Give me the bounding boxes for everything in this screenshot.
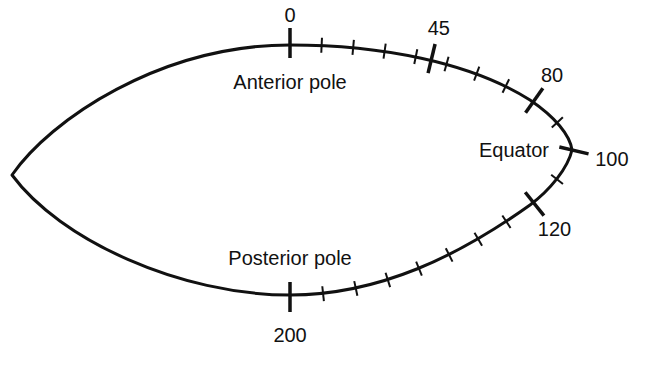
major-tick <box>288 282 292 312</box>
minor-tick <box>322 286 324 301</box>
minor-tick <box>416 262 422 276</box>
scale-number: 100 <box>595 148 628 170</box>
minor-tick <box>384 44 386 59</box>
minor-tick <box>503 79 510 92</box>
scale-number: 45 <box>428 17 450 39</box>
equator-label: Equator <box>479 139 549 161</box>
minor-tick <box>502 215 510 228</box>
major-tick <box>288 28 292 58</box>
minor-tick <box>475 233 483 246</box>
minor-tick <box>414 49 417 64</box>
pole-label: Anterior pole <box>233 71 346 93</box>
major-tick <box>428 44 435 73</box>
pole-label: Posterior pole <box>228 247 351 269</box>
major-tick <box>526 88 543 113</box>
scale-number: 200 <box>273 324 306 346</box>
lower-arc-guide <box>290 150 572 295</box>
minor-tick <box>552 117 563 127</box>
minor-tick <box>445 57 449 71</box>
minor-tick <box>551 175 563 184</box>
minor-tick <box>446 248 453 261</box>
major-tick <box>559 147 588 154</box>
scale-number: 0 <box>284 4 295 26</box>
minor-tick <box>352 40 353 55</box>
scale-number: 120 <box>538 218 571 240</box>
major-tick <box>525 192 544 215</box>
eye-outline <box>12 45 572 295</box>
tick-marks <box>290 28 589 312</box>
minor-tick <box>386 273 391 287</box>
scale-number: 80 <box>541 64 563 86</box>
minor-tick <box>474 67 479 81</box>
minor-tick <box>354 281 357 296</box>
minor-tick <box>320 38 323 53</box>
